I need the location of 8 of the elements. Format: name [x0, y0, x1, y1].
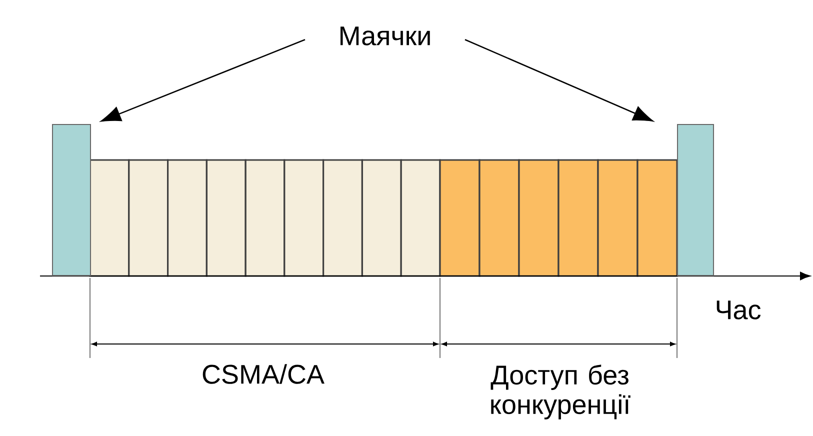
arrow: [100, 39, 306, 122]
heading-text: Маячки: [340, 26, 430, 46]
interval-label: CSMA/CA: [202, 364, 324, 384]
axis-label: Час: [716, 300, 761, 320]
interval-label: Доступ без конкуренції: [490, 364, 630, 420]
arrow: [464, 39, 654, 122]
beacon-bar: [677, 124, 714, 276]
beacon-bar: [52, 124, 91, 276]
